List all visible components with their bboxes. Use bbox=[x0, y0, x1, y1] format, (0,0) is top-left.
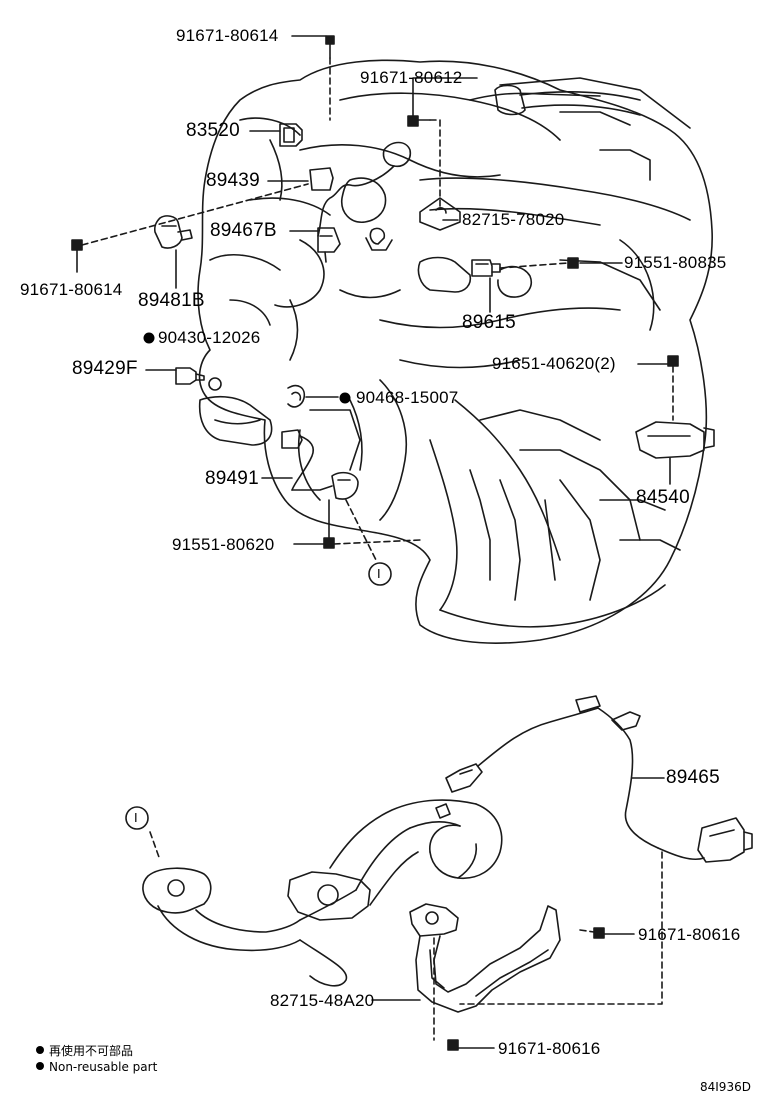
legend-text-jp: 再使用不可部品 bbox=[49, 1044, 134, 1058]
part-label-89491[interactable]: 89491 bbox=[205, 468, 259, 489]
part-label-89615[interactable]: 89615 bbox=[462, 312, 516, 333]
callout-ref-upper: I bbox=[377, 566, 381, 581]
part-label-82715-48a20[interactable]: 82715-48A20 bbox=[270, 991, 375, 1010]
non-reusable-dot-icon bbox=[339, 392, 351, 404]
part-label-91671-80616-bottom[interactable]: 91671-80616 bbox=[498, 1039, 601, 1058]
part-label-82715-78020[interactable]: 82715-78020 bbox=[462, 210, 565, 229]
legend-english: Non-reusable part bbox=[36, 1060, 157, 1075]
legend-japanese: 再使用不可部品 bbox=[36, 1044, 133, 1059]
part-label-91671-80614-top[interactable]: 91671-80614 bbox=[176, 26, 279, 45]
engine-outline bbox=[197, 59, 713, 644]
part-label-90468-15007[interactable]: 90468-15007 bbox=[356, 388, 459, 407]
non-reusable-dot-icon bbox=[36, 1062, 44, 1070]
part-label-89439[interactable]: 89439 bbox=[206, 170, 260, 191]
part-label-89465[interactable]: 89465 bbox=[666, 767, 720, 788]
non-reusable-dot-icon bbox=[36, 1046, 44, 1054]
non-reusable-dot-icon bbox=[143, 332, 155, 344]
part-label-89429f[interactable]: 89429F bbox=[72, 358, 138, 379]
part-label-91651-40620[interactable]: 91651-40620(2) bbox=[492, 354, 616, 373]
part-label-90430-12026[interactable]: 90430-12026 bbox=[158, 328, 261, 347]
callout-ref-lower: I bbox=[134, 810, 138, 825]
part-label-91551-80620[interactable]: 91551-80620 bbox=[172, 535, 275, 554]
exhaust-flange-outline bbox=[142, 867, 212, 914]
part-label-91551-80835[interactable]: 91551-80835 bbox=[624, 253, 727, 272]
part-label-83520[interactable]: 83520 bbox=[186, 120, 240, 141]
part-label-89481b[interactable]: 89481B bbox=[138, 290, 205, 311]
legend-text-en: Non-reusable part bbox=[49, 1060, 158, 1074]
part-label-89467b[interactable]: 89467B bbox=[210, 220, 277, 241]
part-label-91671-80614-left[interactable]: 91671-80614 bbox=[20, 280, 123, 299]
part-label-91671-80612[interactable]: 91671-80612 bbox=[360, 68, 463, 87]
drawing-code: 84I936D bbox=[700, 1080, 751, 1094]
part-label-91671-80616-right[interactable]: 91671-80616 bbox=[638, 925, 741, 944]
part-label-84540[interactable]: 84540 bbox=[636, 487, 690, 508]
